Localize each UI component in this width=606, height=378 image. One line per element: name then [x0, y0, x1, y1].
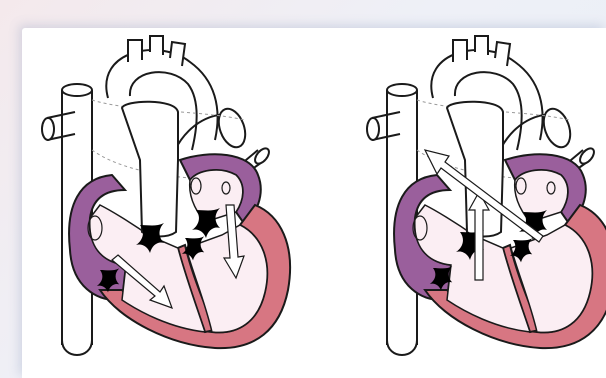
diagram-panel: [22, 28, 606, 378]
heart-diagram-right: [367, 36, 606, 355]
cardiac-cycle-diagram: [22, 28, 606, 378]
heart-diagram-left: [42, 36, 290, 355]
valve-left-b: [192, 208, 220, 238]
